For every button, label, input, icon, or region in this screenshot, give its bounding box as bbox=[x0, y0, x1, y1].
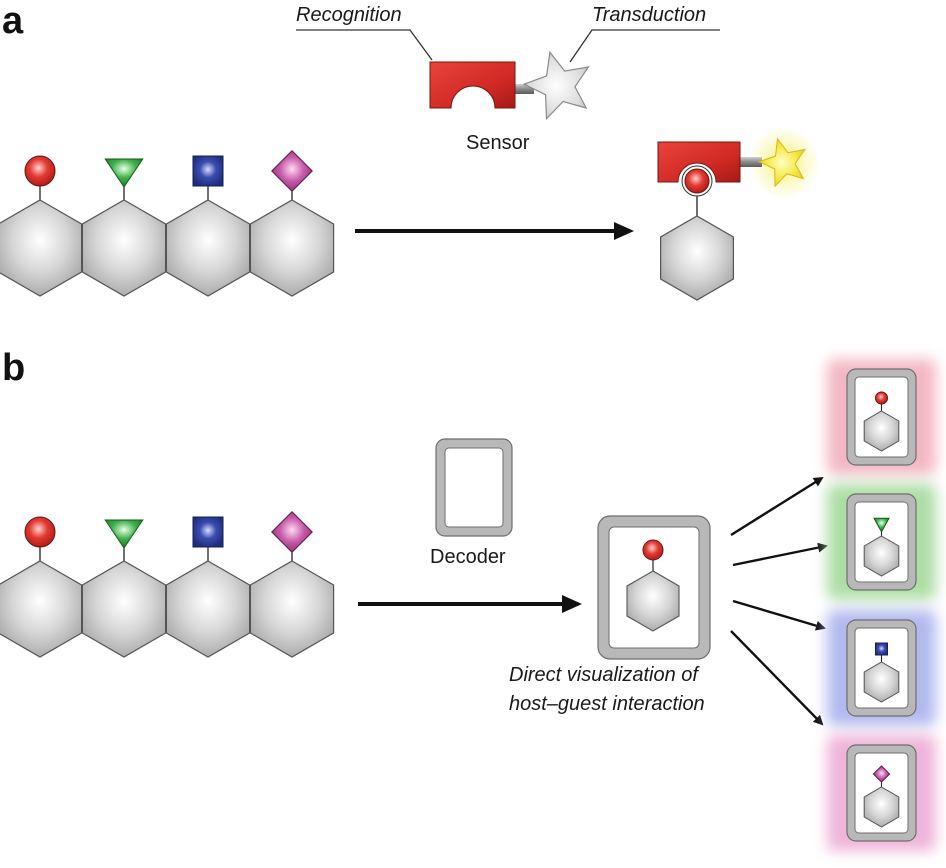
decoder bbox=[435, 438, 513, 537]
recognition-leader-line bbox=[296, 29, 433, 61]
fanout-arrow-blue bbox=[732, 599, 826, 631]
circle-guest bbox=[24, 155, 56, 187]
sensor-transduction-star bbox=[522, 50, 590, 121]
fanout-arrows bbox=[730, 476, 828, 726]
decoder-cavity bbox=[444, 447, 504, 528]
center-circle-guest bbox=[642, 539, 664, 561]
output-host-hexagon bbox=[863, 410, 900, 452]
square-guest bbox=[192, 155, 224, 187]
output-circle-guest bbox=[875, 391, 888, 405]
square-guest bbox=[192, 516, 224, 548]
guest-row-b bbox=[0, 511, 335, 658]
fanout-arrow-magenta bbox=[730, 630, 824, 726]
host-guest-a-square bbox=[165, 155, 251, 297]
host-hexagon bbox=[0, 560, 83, 658]
panel-letter-b: b bbox=[2, 347, 25, 389]
arrow-a-head bbox=[614, 222, 634, 240]
bound-sensor-linker bbox=[738, 157, 762, 167]
triangle-guest bbox=[104, 519, 144, 549]
host-hexagon bbox=[165, 199, 251, 297]
guest-row-a bbox=[0, 150, 335, 297]
output-decoder-circle bbox=[827, 359, 936, 475]
decoder-with-guest bbox=[597, 515, 711, 660]
sensor-free bbox=[429, 50, 590, 121]
host-hexagon bbox=[249, 199, 335, 297]
panel-letter-a: a bbox=[2, 0, 24, 42]
sensor-label: Sensor bbox=[466, 132, 530, 154]
host-hexagon bbox=[81, 199, 167, 297]
diamond-guest bbox=[271, 150, 313, 192]
triangle-guest bbox=[104, 158, 144, 188]
transduction-label: Transduction bbox=[592, 4, 706, 26]
host-guest-b-circle bbox=[0, 516, 83, 658]
bound-host-guest bbox=[659, 165, 735, 301]
transduction-leader-line bbox=[569, 29, 720, 63]
bound-sensor-recognition-unit bbox=[657, 141, 741, 183]
visualization-label-line1: Direct visualization of bbox=[509, 664, 700, 686]
sensor-bound bbox=[657, 127, 820, 199]
bound-host-hexagon bbox=[659, 215, 735, 301]
output-decoder-square bbox=[827, 610, 936, 726]
diamond-guest bbox=[271, 511, 313, 553]
center-host-hexagon bbox=[626, 570, 680, 632]
sensor-recognition-unit bbox=[429, 61, 516, 109]
circle-guest bbox=[24, 516, 56, 548]
output-host-hexagon bbox=[863, 786, 900, 828]
host-guest-a-diamond bbox=[249, 150, 335, 297]
output-diamond-guest bbox=[872, 765, 891, 783]
host-guest-b-triangle bbox=[81, 519, 167, 658]
visualization-label-line2: host–guest interaction bbox=[509, 693, 705, 715]
output-host-hexagon bbox=[863, 661, 900, 703]
output-decoders bbox=[827, 359, 936, 851]
output-decoder-diamond bbox=[827, 735, 936, 851]
host-hexagon bbox=[0, 199, 83, 297]
bound-circle-guest bbox=[684, 168, 710, 194]
host-hexagon bbox=[249, 560, 335, 658]
sensor-linker bbox=[512, 84, 534, 94]
recognition-label: Recognition bbox=[296, 4, 402, 26]
fanout-arrow-red bbox=[730, 476, 824, 537]
host-guest-b-square bbox=[165, 516, 251, 658]
arrow-b-head bbox=[562, 595, 582, 613]
host-hexagon bbox=[81, 560, 167, 658]
host-guest-a-triangle bbox=[81, 158, 167, 297]
host-guest-a-circle bbox=[0, 155, 83, 297]
glowing-star bbox=[757, 137, 807, 188]
host-hexagon bbox=[165, 560, 251, 658]
output-host-hexagon bbox=[863, 535, 900, 577]
output-decoder-triangle bbox=[827, 484, 936, 600]
decoder-label: Decoder bbox=[430, 546, 506, 568]
host-guest-b-diamond bbox=[249, 511, 335, 658]
output-triangle-guest bbox=[873, 517, 890, 533]
fanout-arrow-green bbox=[732, 542, 828, 567]
output-square-guest bbox=[875, 642, 888, 656]
